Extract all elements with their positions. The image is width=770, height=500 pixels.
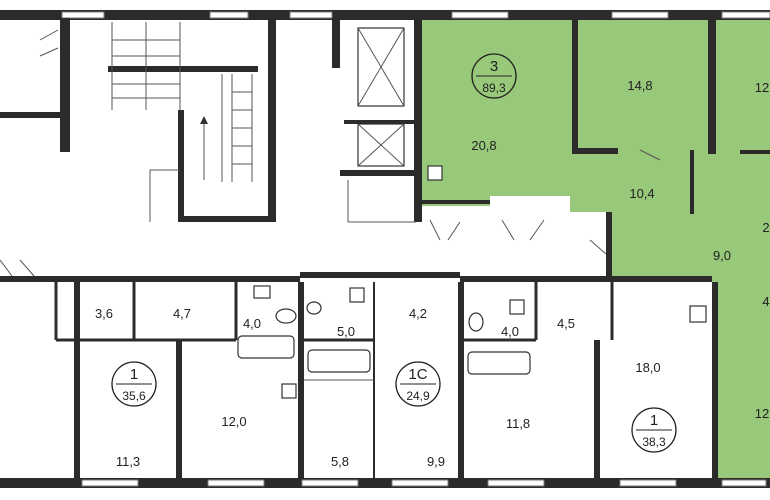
- apartment-badge[interactable]: 1 35,6: [111, 361, 157, 407]
- room-area: 4,5: [557, 316, 575, 331]
- apartment-area: 24,9: [406, 389, 430, 403]
- bottom-wall: [0, 478, 770, 488]
- room-area: 20,8: [471, 138, 496, 153]
- window: [301, 479, 359, 487]
- room-area: 11,8: [506, 416, 530, 431]
- window: [619, 479, 677, 487]
- apartment-area: 38,3: [642, 435, 666, 449]
- apartment-area: 89,3: [482, 81, 506, 95]
- elevator-core: [332, 18, 422, 223]
- room-area: 2: [762, 220, 769, 235]
- room-area: 10,4: [629, 186, 654, 201]
- room-area: 4,0: [243, 316, 261, 331]
- window: [207, 479, 265, 487]
- room-area: 9,9: [427, 454, 445, 469]
- room-area: 5,8: [331, 454, 349, 469]
- apartment-rooms: 1С: [408, 366, 427, 383]
- highlight-apartment-3[interactable]: [422, 18, 716, 282]
- room-area: 11,3: [116, 454, 140, 469]
- window: [487, 479, 545, 487]
- stair-core: [0, 18, 276, 222]
- apartment-badge[interactable]: 1 38,3: [631, 407, 677, 453]
- lower-apartments-walls: [54, 282, 614, 478]
- room-area: 18,0: [635, 360, 660, 375]
- room-area: 12: [755, 80, 769, 95]
- room-area: 12: [755, 406, 769, 421]
- room-area: 12,0: [221, 414, 246, 429]
- window: [451, 11, 509, 19]
- window: [721, 479, 767, 487]
- room-area: 9,0: [713, 248, 731, 263]
- bathroom-fixtures: [237, 285, 707, 399]
- highlight-apartment-right[interactable]: [690, 18, 770, 478]
- room-area: 4,2: [409, 306, 427, 321]
- window: [289, 11, 333, 19]
- room-area: 4,7: [173, 306, 191, 321]
- window: [81, 479, 139, 487]
- apartment-3-walls: [422, 18, 770, 478]
- window: [391, 479, 449, 487]
- corridor: [0, 219, 712, 282]
- room-area: 3,6: [95, 306, 113, 321]
- window: [209, 11, 249, 19]
- room-labels: 20,8 14,8 12 10,4 9,0 2 4 12 3,6 4,7 4,0…: [95, 78, 770, 469]
- room-area: 4: [762, 294, 769, 309]
- apartment-rooms: 1: [130, 366, 138, 383]
- room-area: 4,0: [501, 324, 519, 339]
- top-wall: [0, 10, 770, 20]
- window: [611, 11, 669, 19]
- apartment-rooms: 3: [490, 58, 498, 75]
- apartment-area: 35,6: [122, 389, 146, 403]
- window: [61, 11, 105, 19]
- room-area: 14,8: [627, 78, 652, 93]
- apartment-rooms: 1: [650, 412, 658, 429]
- apartment-badge[interactable]: 1С 24,9: [395, 361, 441, 407]
- apartment-badge[interactable]: 3 89,3: [471, 53, 517, 99]
- window: [721, 11, 770, 19]
- room-area: 5,0: [337, 324, 355, 339]
